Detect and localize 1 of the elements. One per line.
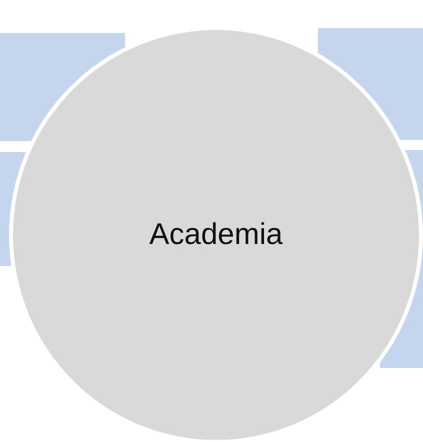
node-label: Academia	[149, 218, 283, 252]
